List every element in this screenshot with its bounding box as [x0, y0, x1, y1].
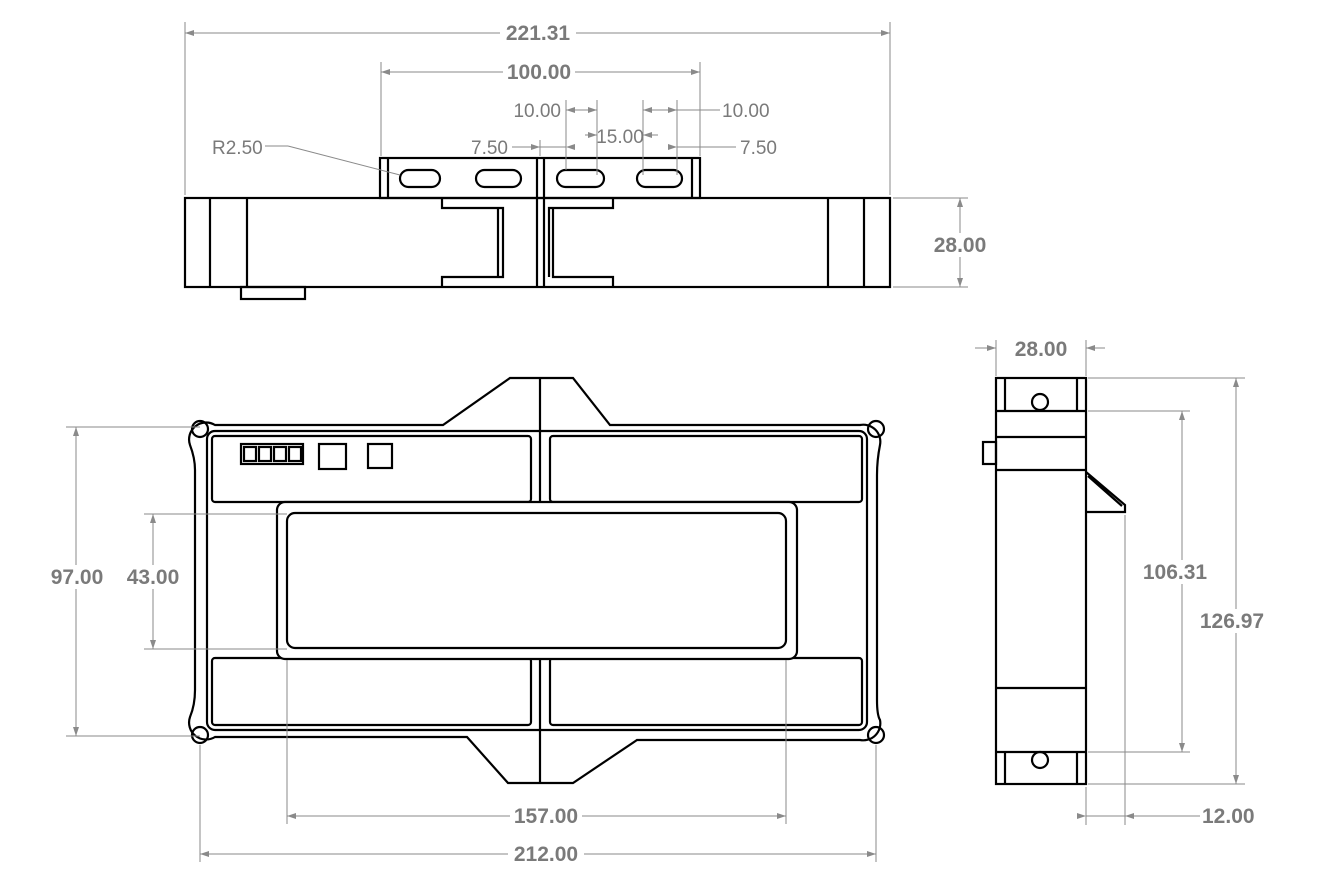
arrowhead: [531, 144, 540, 150]
arrowhead: [588, 107, 597, 113]
dimensions: 221.31 100.00 10.00 10.00 15.00 7.50 7.5…: [44, 22, 1268, 866]
arrowhead: [668, 144, 677, 150]
arrowhead: [73, 727, 79, 736]
dim-height-top: 28.00: [934, 234, 987, 257]
dimension-arrows: [73, 30, 1239, 857]
led: [366, 442, 394, 470]
dim-offset-right: 7.50: [740, 138, 777, 159]
arrowhead: [73, 427, 79, 436]
arrowhead: [200, 851, 209, 857]
arrowhead: [150, 514, 156, 523]
arrowhead: [1125, 813, 1134, 819]
arrowhead: [957, 278, 963, 287]
arrowhead: [957, 198, 963, 207]
dim-wedge: 12.00: [1202, 805, 1255, 828]
led: [317, 442, 348, 471]
top-view: [183, 156, 892, 301]
arrowhead: [588, 132, 597, 138]
slot: [555, 168, 606, 189]
arrowhead: [1179, 743, 1185, 752]
arrowhead: [987, 345, 996, 351]
arrowhead: [777, 813, 786, 819]
side-view: [981, 376, 1127, 786]
dim-slot-left: 10.00: [513, 101, 561, 122]
dim-overall-width: 221.31: [506, 22, 571, 45]
arrowhead: [1179, 411, 1185, 420]
dim-window-width: 157.00: [514, 805, 578, 828]
arrowhead: [1233, 775, 1239, 784]
arrowhead: [668, 107, 677, 113]
arrowhead: [566, 144, 575, 150]
arrowhead: [643, 132, 652, 138]
arrowhead: [1086, 345, 1095, 351]
arrowhead: [1077, 813, 1086, 819]
arrowhead: [867, 851, 876, 857]
dim-slot-right: 10.00: [722, 101, 770, 122]
arrowhead: [287, 813, 296, 819]
slot: [474, 168, 523, 189]
arrowhead: [566, 107, 575, 113]
dim-side-outer: 126.97: [1200, 610, 1264, 633]
dim-bracket-width: 100.00: [507, 61, 571, 84]
front-view: [187, 376, 886, 785]
arrowhead: [381, 69, 390, 75]
arrowhead: [1233, 378, 1239, 387]
dim-window-height: 43.00: [127, 566, 180, 589]
dim-slot-spacing: 15.00: [596, 127, 644, 148]
arrowhead: [881, 30, 890, 36]
slot: [398, 168, 442, 189]
dim-height-front: 97.00: [51, 566, 104, 589]
slot: [635, 168, 684, 189]
dim-side-inner: 106.31: [1143, 561, 1208, 584]
dim-slot-radius: R2.50: [212, 138, 263, 159]
arrowhead: [691, 69, 700, 75]
arrowhead: [150, 640, 156, 649]
dim-depth-side: 28.00: [1015, 338, 1068, 361]
arrowhead: [185, 30, 194, 36]
dim-hole-spacing: 212.00: [514, 843, 578, 866]
arrowhead: [643, 107, 652, 113]
dim-offset-left: 7.50: [471, 138, 508, 159]
connector: [239, 442, 305, 466]
